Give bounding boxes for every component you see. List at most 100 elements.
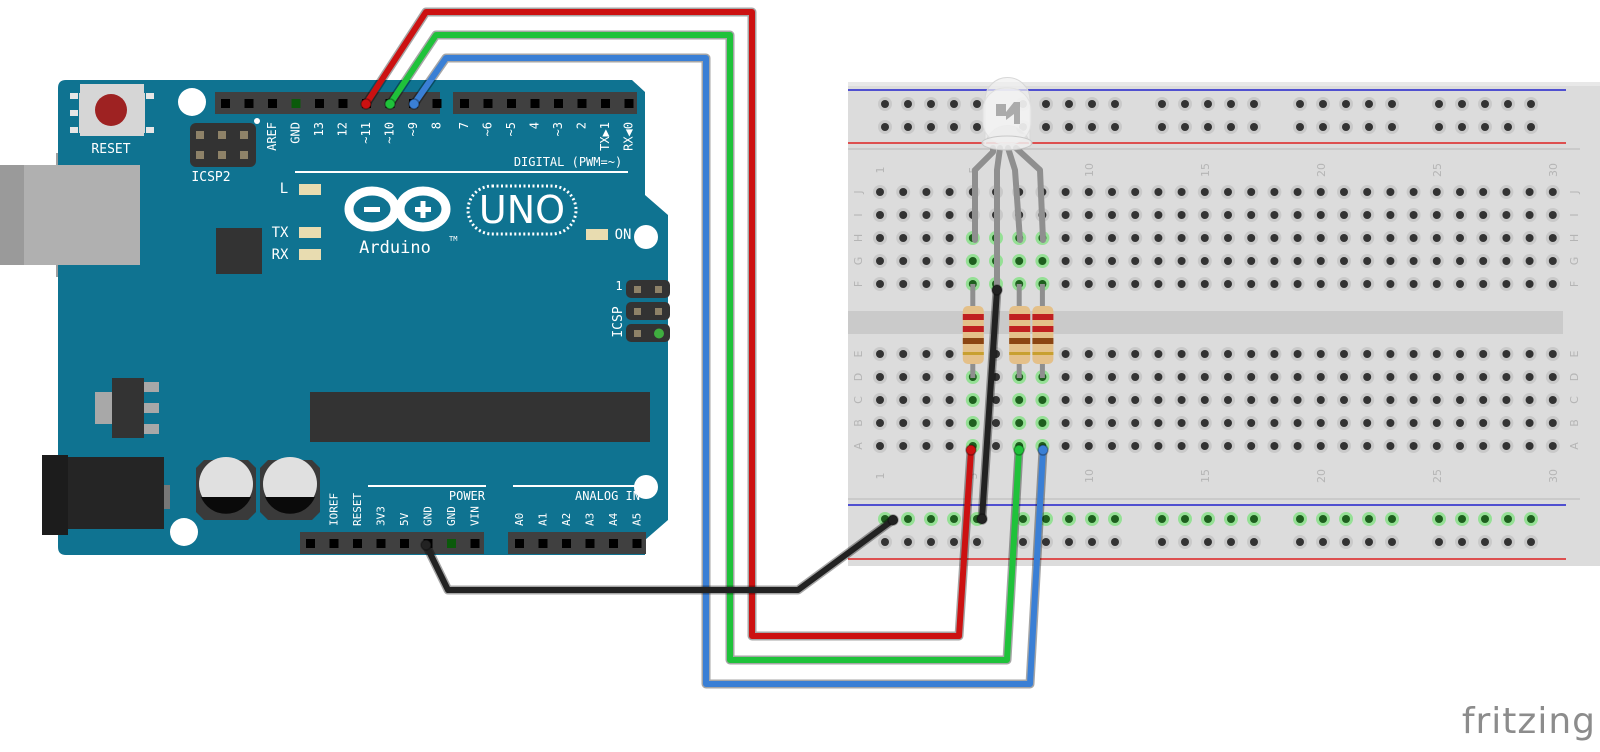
header-pin-5[interactable] <box>507 99 516 108</box>
header-pin-GND[interactable] <box>291 99 301 108</box>
breadboard-hole-E20[interactable] <box>1313 347 1328 361</box>
breadboard-hole-G14[interactable] <box>1174 254 1189 268</box>
breadboard-hole-F20[interactable] <box>1313 277 1328 291</box>
breadboard-hole-E12[interactable] <box>1128 347 1143 361</box>
breadboard-hole-H22[interactable] <box>1360 231 1375 245</box>
breadboard-hole-G23[interactable] <box>1383 254 1398 268</box>
breadboard-hole-I25[interactable] <box>1429 208 1444 222</box>
rail-hole-top-negative[interactable] <box>901 97 915 111</box>
breadboard-hole-B16[interactable] <box>1221 416 1235 430</box>
breadboard-hole-B23[interactable] <box>1383 416 1398 430</box>
breadboard-hole-I22[interactable] <box>1360 208 1375 222</box>
breadboard-hole-H29[interactable] <box>1522 231 1537 245</box>
breadboard-hole-D11[interactable] <box>1105 370 1119 384</box>
header-pin-a0[interactable] <box>515 539 524 548</box>
breadboard-hole-A3[interactable] <box>919 439 934 453</box>
breadboard-hole-I20[interactable] <box>1313 208 1328 222</box>
breadboard-hole-J24[interactable] <box>1406 185 1421 199</box>
wire-gnd-board[interactable] <box>423 517 896 593</box>
breadboard-hole-B17[interactable] <box>1244 416 1259 430</box>
breadboard-hole-C28[interactable] <box>1499 393 1514 407</box>
breadboard-hole-E22[interactable] <box>1360 347 1375 361</box>
breadboard-hole-I16[interactable] <box>1221 208 1235 222</box>
rail-hole-top-negative[interactable] <box>1247 97 1261 111</box>
breadboard-hole-E17[interactable] <box>1244 347 1259 361</box>
rail-hole-top-positive[interactable] <box>1524 120 1538 134</box>
breadboard-hole-E25[interactable] <box>1429 347 1444 361</box>
breadboard-hole-A27[interactable] <box>1476 439 1491 453</box>
breadboard-hole-D22[interactable] <box>1360 370 1375 384</box>
breadboard-hole-G28[interactable] <box>1499 254 1514 268</box>
breadboard-hole-B14[interactable] <box>1174 416 1189 430</box>
rail-hole-top-positive[interactable] <box>1178 120 1192 134</box>
rail-hole-bottom-negative[interactable] <box>1455 512 1469 526</box>
breadboard-hole-C19[interactable] <box>1290 393 1305 407</box>
breadboard-hole-F11[interactable] <box>1105 277 1119 291</box>
breadboard-hole-J11[interactable] <box>1105 185 1119 199</box>
header-pin-a4[interactable] <box>609 539 618 548</box>
rail-hole-bottom-positive[interactable] <box>1432 535 1446 549</box>
breadboard-hole-J3[interactable] <box>919 185 934 199</box>
breadboard-hole-B5[interactable] <box>965 416 980 430</box>
breadboard-hole-E11[interactable] <box>1105 347 1119 361</box>
rail-hole-top-positive[interactable] <box>1339 120 1353 134</box>
breadboard-hole-B21[interactable] <box>1337 416 1351 430</box>
breadboard-hole-H12[interactable] <box>1128 231 1143 245</box>
breadboard-hole-J12[interactable] <box>1128 185 1143 199</box>
rail-hole-bottom-positive[interactable] <box>1478 535 1492 549</box>
breadboard-hole-D16[interactable] <box>1221 370 1235 384</box>
breadboard-hole-C3[interactable] <box>919 393 934 407</box>
breadboard-hole-F15[interactable] <box>1197 277 1212 291</box>
breadboard-hole-H10[interactable] <box>1081 231 1096 245</box>
rail-hole-bottom-positive[interactable] <box>1339 535 1353 549</box>
breadboard-hole-A14[interactable] <box>1174 439 1189 453</box>
breadboard-hole-A12[interactable] <box>1128 439 1143 453</box>
breadboard-hole-C23[interactable] <box>1383 393 1398 407</box>
rail-hole-bottom-negative[interactable] <box>947 512 961 526</box>
breadboard-hole-H20[interactable] <box>1313 231 1328 245</box>
rail-hole-bottom-positive[interactable] <box>1178 535 1192 549</box>
breadboard-hole-A18[interactable] <box>1267 439 1282 453</box>
rail-hole-bottom-positive[interactable] <box>1247 535 1261 549</box>
breadboard-hole-I21[interactable] <box>1337 208 1351 222</box>
breadboard-hole-F21[interactable] <box>1337 277 1351 291</box>
breadboard-hole-C17[interactable] <box>1244 393 1259 407</box>
rail-hole-bottom-positive[interactable] <box>1201 535 1215 549</box>
rail-hole-bottom-negative[interactable] <box>1201 512 1215 526</box>
header-pin-RX0[interactable] <box>624 99 634 108</box>
breadboard-hole-F24[interactable] <box>1406 277 1421 291</box>
wire-gnd-led[interactable] <box>979 287 1000 522</box>
breadboard-hole-B12[interactable] <box>1128 416 1143 430</box>
rail-hole-bottom-positive[interactable] <box>878 535 892 549</box>
breadboard-hole-G24[interactable] <box>1406 254 1421 268</box>
rail-hole-top-negative[interactable] <box>1155 97 1169 111</box>
breadboard-hole-E26[interactable] <box>1453 347 1467 361</box>
breadboard-hole-J18[interactable] <box>1267 185 1282 199</box>
rail-hole-top-positive[interactable] <box>1201 120 1215 134</box>
breadboard-hole-G13[interactable] <box>1151 254 1166 268</box>
rail-hole-bottom-negative[interactable] <box>1385 512 1399 526</box>
breadboard-hole-I1[interactable] <box>873 208 887 222</box>
breadboard-hole-J4[interactable] <box>942 185 957 199</box>
breadboard-hole-J19[interactable] <box>1290 185 1305 199</box>
breadboard-hole-C7[interactable] <box>1012 393 1027 407</box>
rail-hole-bottom-negative[interactable] <box>1085 512 1099 526</box>
breadboard-hole-J2[interactable] <box>896 185 911 199</box>
breadboard-hole-B19[interactable] <box>1290 416 1305 430</box>
header-pin-nc[interactable] <box>244 99 254 108</box>
breadboard-hole-B3[interactable] <box>919 416 934 430</box>
rail-hole-bottom-positive[interactable] <box>1062 535 1076 549</box>
header-pin-vin[interactable] <box>470 539 480 548</box>
breadboard-hole-F17[interactable] <box>1244 277 1259 291</box>
breadboard-hole-H27[interactable] <box>1476 231 1491 245</box>
breadboard-hole-H24[interactable] <box>1406 231 1421 245</box>
breadboard-hole-D19[interactable] <box>1290 370 1305 384</box>
rail-hole-bottom-positive[interactable] <box>1455 535 1469 549</box>
breadboard-hole-B10[interactable] <box>1081 416 1096 430</box>
breadboard-hole-C14[interactable] <box>1174 393 1189 407</box>
breadboard-hole-D18[interactable] <box>1267 370 1282 384</box>
breadboard-hole-E16[interactable] <box>1221 347 1235 361</box>
rail-hole-bottom-negative[interactable] <box>1432 512 1446 526</box>
breadboard-hole-G10[interactable] <box>1081 254 1096 268</box>
wire-gnd-led-start[interactable] <box>991 284 1003 296</box>
